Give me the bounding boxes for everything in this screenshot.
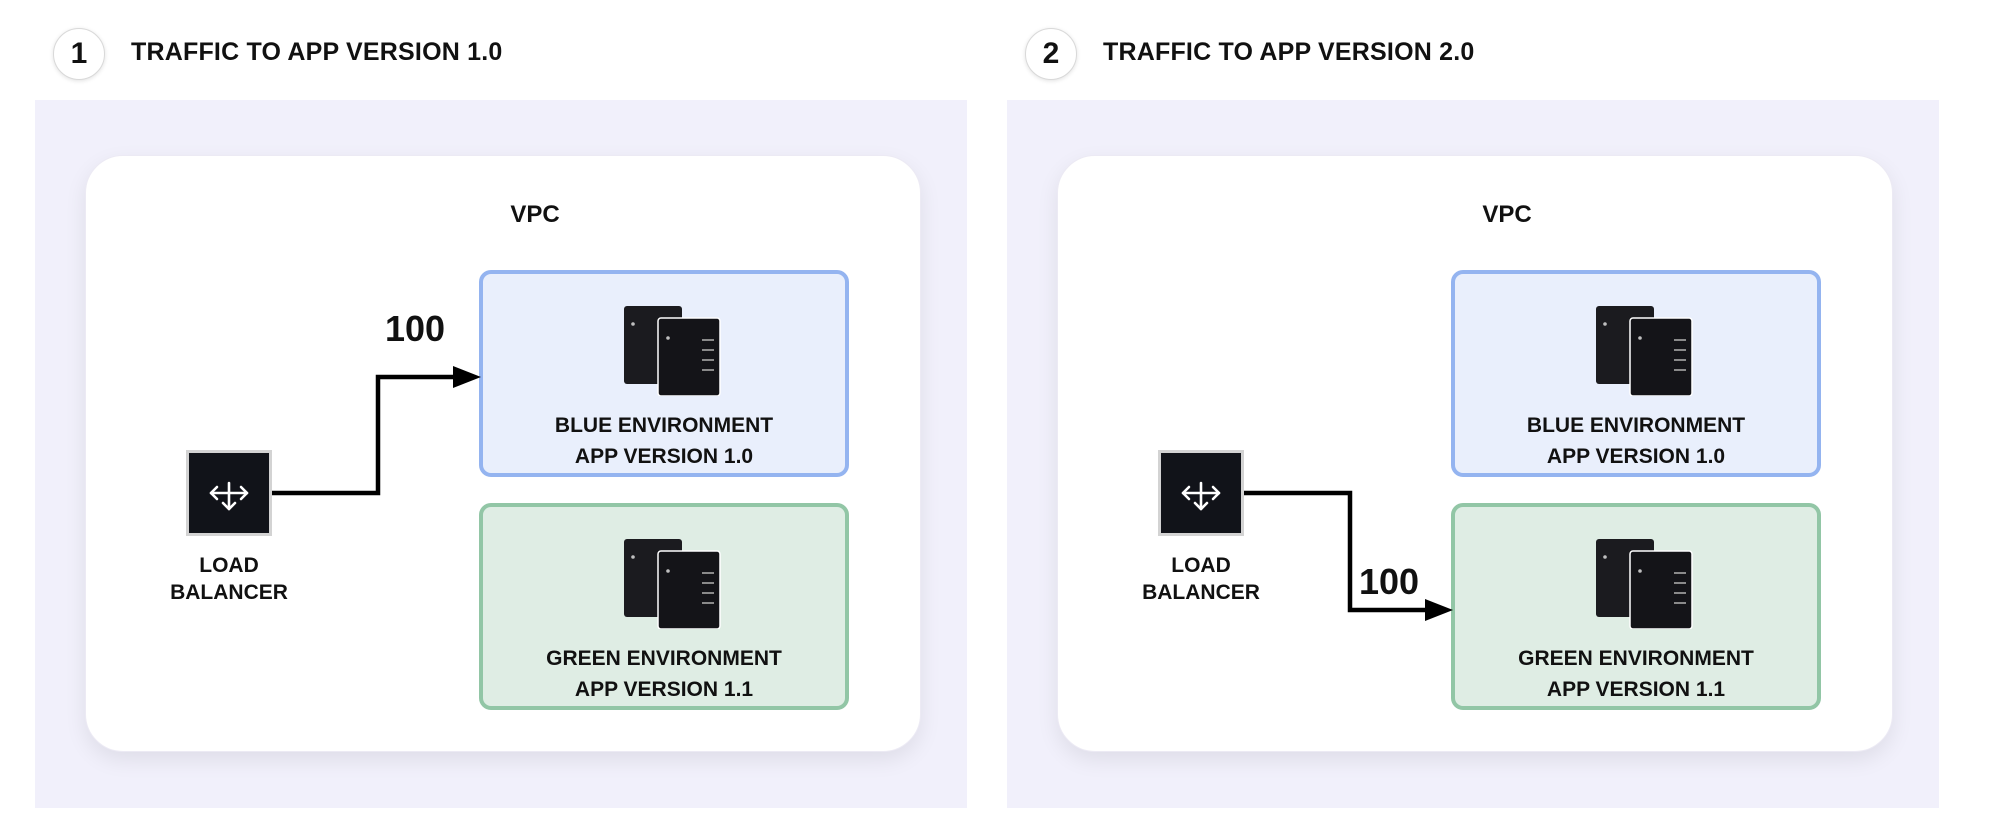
environment-name: BLUE ENVIRONMENT: [1526, 414, 1746, 437]
load-balancer-label-line2: BALANCER: [170, 581, 288, 604]
step-number-badge: 1: [53, 28, 105, 80]
move-arrows-icon: [1181, 481, 1221, 511]
load-balancer-icon: [186, 450, 272, 536]
step-title: TRAFFIC TO APP VERSION 2.0: [1103, 38, 1475, 66]
move-arrows-icon: [209, 481, 249, 511]
load-balancer-label-line1: LOAD: [1171, 554, 1231, 577]
vpc-label: VPC: [1482, 201, 1532, 228]
environment-version: APP VERSION 1.1: [574, 678, 754, 701]
environment-version: APP VERSION 1.0: [574, 445, 754, 468]
step-number-badge: 2: [1025, 28, 1077, 80]
traffic-percentage-label: 100: [1359, 561, 1420, 602]
server-stack-icon: [624, 539, 721, 629]
load-balancer-label-line2: BALANCER: [1142, 581, 1260, 604]
vpc-label: VPC: [510, 201, 560, 228]
step-title: TRAFFIC TO APP VERSION 1.0: [131, 38, 503, 66]
green-environment-box: GREEN ENVIRONMENT APP VERSION 1.1: [479, 503, 849, 710]
green-environment-box: GREEN ENVIRONMENT APP VERSION 1.1: [1451, 503, 1821, 710]
environment-version: APP VERSION 1.0: [1546, 445, 1726, 468]
panel-step-2: 2 TRAFFIC TO APP VERSION 2.0 VPC BLUE EN…: [1007, 0, 1967, 833]
environment-name: GREEN ENVIRONMENT: [546, 647, 782, 670]
traffic-percentage-label: 100: [385, 308, 446, 349]
traffic-arrow: [1244, 490, 1453, 621]
load-balancer-icon: [1158, 450, 1244, 536]
blue-environment-box: BLUE ENVIRONMENT APP VERSION 1.0: [1451, 270, 1821, 477]
environment-version: APP VERSION 1.1: [1546, 678, 1726, 701]
server-stack-icon: [1596, 306, 1693, 396]
blue-environment-box: BLUE ENVIRONMENT APP VERSION 1.0: [479, 270, 849, 477]
load-balancer-label-line1: LOAD: [199, 554, 259, 577]
panel-step-1: 1 TRAFFIC TO APP VERSION 1.0 VPC BLUE EN…: [35, 0, 995, 833]
server-stack-icon: [624, 306, 721, 396]
server-stack-icon: [1596, 539, 1693, 629]
environment-name: GREEN ENVIRONMENT: [1518, 647, 1754, 670]
traffic-arrow: [272, 366, 481, 496]
environment-name: BLUE ENVIRONMENT: [554, 414, 774, 437]
